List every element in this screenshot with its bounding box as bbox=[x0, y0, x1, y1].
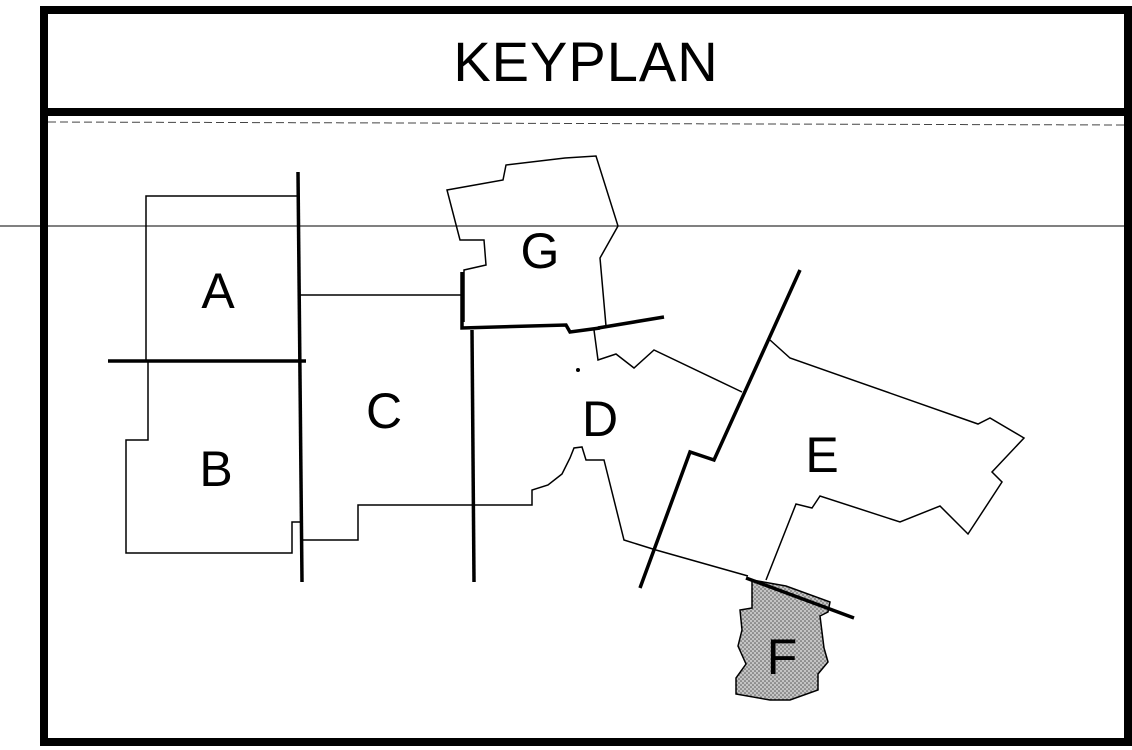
zone-f-shaded bbox=[735, 579, 831, 701]
zone-d-marker bbox=[576, 368, 580, 372]
zone-f-label: F bbox=[767, 629, 798, 685]
zone-d-label: D bbox=[582, 391, 618, 447]
zone-a-outline bbox=[145, 195, 298, 362]
zone-e-outline bbox=[765, 339, 1026, 581]
zone-c-label: C bbox=[366, 383, 402, 439]
divider-ab-c bbox=[296, 171, 304, 583]
zone-g-bottom-edge bbox=[460, 272, 601, 334]
zone-g-outline bbox=[446, 155, 619, 327]
zone-b-label: B bbox=[199, 441, 232, 497]
zone-a-label: A bbox=[201, 263, 235, 319]
divider-e-f bbox=[745, 576, 855, 620]
title-bar: KEYPLAN bbox=[48, 14, 1124, 116]
zone-e-label: E bbox=[805, 427, 838, 483]
zone-e-bottom-outline bbox=[655, 549, 749, 577]
divider-c-d bbox=[470, 329, 476, 583]
keyplan-title: KEYPLAN bbox=[453, 29, 719, 93]
keyplan-frame: KEYPLAN bbox=[40, 6, 1132, 746]
divider-g-d bbox=[597, 315, 665, 330]
zone-g-label: G bbox=[521, 223, 560, 279]
zone-d-top-outline bbox=[593, 329, 743, 393]
zone-b-outline bbox=[125, 362, 300, 554]
dashed-guide-line bbox=[47, 121, 1125, 126]
divider-d-e bbox=[638, 269, 802, 589]
zone-d-outline bbox=[474, 446, 657, 551]
zone-c-bottom-outline bbox=[300, 504, 474, 541]
